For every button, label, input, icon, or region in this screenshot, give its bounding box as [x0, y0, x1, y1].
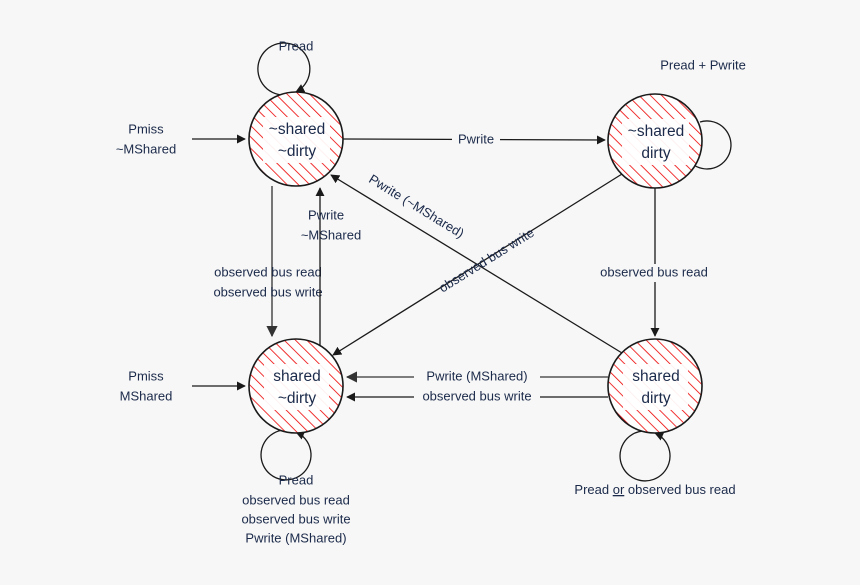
- transition-label-left-up-line2: ~MShared: [301, 227, 361, 242]
- self-loop-shared-not-dirty: Pread observed bus read observed bus wri…: [241, 429, 351, 545]
- state-label-not-shared-not-dirty-line1: ~shared: [269, 121, 325, 138]
- state-label-not-shared-dirty-line1: ~shared: [628, 123, 684, 140]
- self-loop-label-shared-not-dirty-line3: observed bus write: [241, 511, 350, 526]
- state-node-shared-not-dirty[interactable]: shared ~dirty: [248, 338, 344, 434]
- transition-left-down: observed bus read observed bus write: [213, 186, 323, 338]
- state-label-shared-not-dirty-line1: shared: [273, 368, 320, 385]
- transition-bottom-horizontal-lower: observed bus write: [346, 388, 608, 406]
- self-loop-label-shared-dirty: Pread or observed bus read: [574, 482, 735, 497]
- entry-label-not-shared-not-dirty-line2: ~MShared: [116, 141, 176, 156]
- state-label-not-shared-not-dirty-line2: ~dirty: [278, 143, 317, 160]
- entry-label-shared-not-dirty-line2: MShared: [120, 388, 173, 403]
- self-loop-label-shared-not-dirty-line2: observed bus read: [242, 492, 350, 507]
- self-loop-label-not-shared-not-dirty: Pread: [279, 38, 314, 53]
- transition-label-left-down-line2: observed bus write: [213, 284, 322, 299]
- transition-label-bottom-horizontal-upper: Pwrite (MShared): [426, 368, 527, 383]
- state-label-shared-not-dirty-line2: ~dirty: [278, 390, 317, 407]
- state-label-not-shared-dirty-line2: dirty: [641, 145, 671, 162]
- transition-top-horizontal: Pwrite: [342, 130, 606, 148]
- state-node-shared-dirty[interactable]: shared dirty: [607, 338, 703, 434]
- transition-label-top-horizontal: Pwrite: [458, 131, 494, 146]
- self-loop-label-shared-dirty-emphasis: or: [613, 482, 625, 497]
- state-label-shared-dirty-line2: dirty: [641, 390, 671, 407]
- self-loop-not-shared-not-dirty: Pread: [257, 38, 314, 96]
- self-loop-label-shared-not-dirty-line4: Pwrite (MShared): [245, 530, 346, 545]
- transition-bottom-horizontal-upper: Pwrite (MShared): [345, 368, 608, 386]
- entry-label-shared-not-dirty-line1: Pmiss: [128, 368, 164, 383]
- transition-diagonal-ascending: observed bus write: [332, 173, 623, 356]
- self-loop-label-not-shared-dirty: Pread + Pwrite: [660, 57, 746, 72]
- state-label-shared-dirty-line1: shared: [632, 368, 679, 385]
- transition-right-down: observed bus read: [594, 188, 718, 337]
- transition-label-left-up-line1: Pwrite: [308, 207, 344, 222]
- entry-label-not-shared-not-dirty-line1: Pmiss: [128, 121, 164, 136]
- transition-label-bottom-horizontal-lower: observed bus write: [422, 388, 531, 403]
- transition-label-right-down: observed bus read: [600, 264, 708, 279]
- state-node-not-shared-not-dirty[interactable]: ~shared ~dirty: [248, 91, 344, 187]
- state-node-not-shared-dirty[interactable]: ~shared dirty: [607, 93, 703, 189]
- self-loop-label-shared-dirty-suffix: observed bus read: [624, 482, 735, 497]
- self-loop-label-shared-dirty-prefix: Pread: [574, 482, 612, 497]
- self-loop-shared-dirty: Pread or observed bus read: [574, 430, 736, 497]
- transition-label-left-down-line1: observed bus read: [214, 264, 322, 279]
- self-loop-label-shared-not-dirty-line1: Pread: [279, 472, 314, 487]
